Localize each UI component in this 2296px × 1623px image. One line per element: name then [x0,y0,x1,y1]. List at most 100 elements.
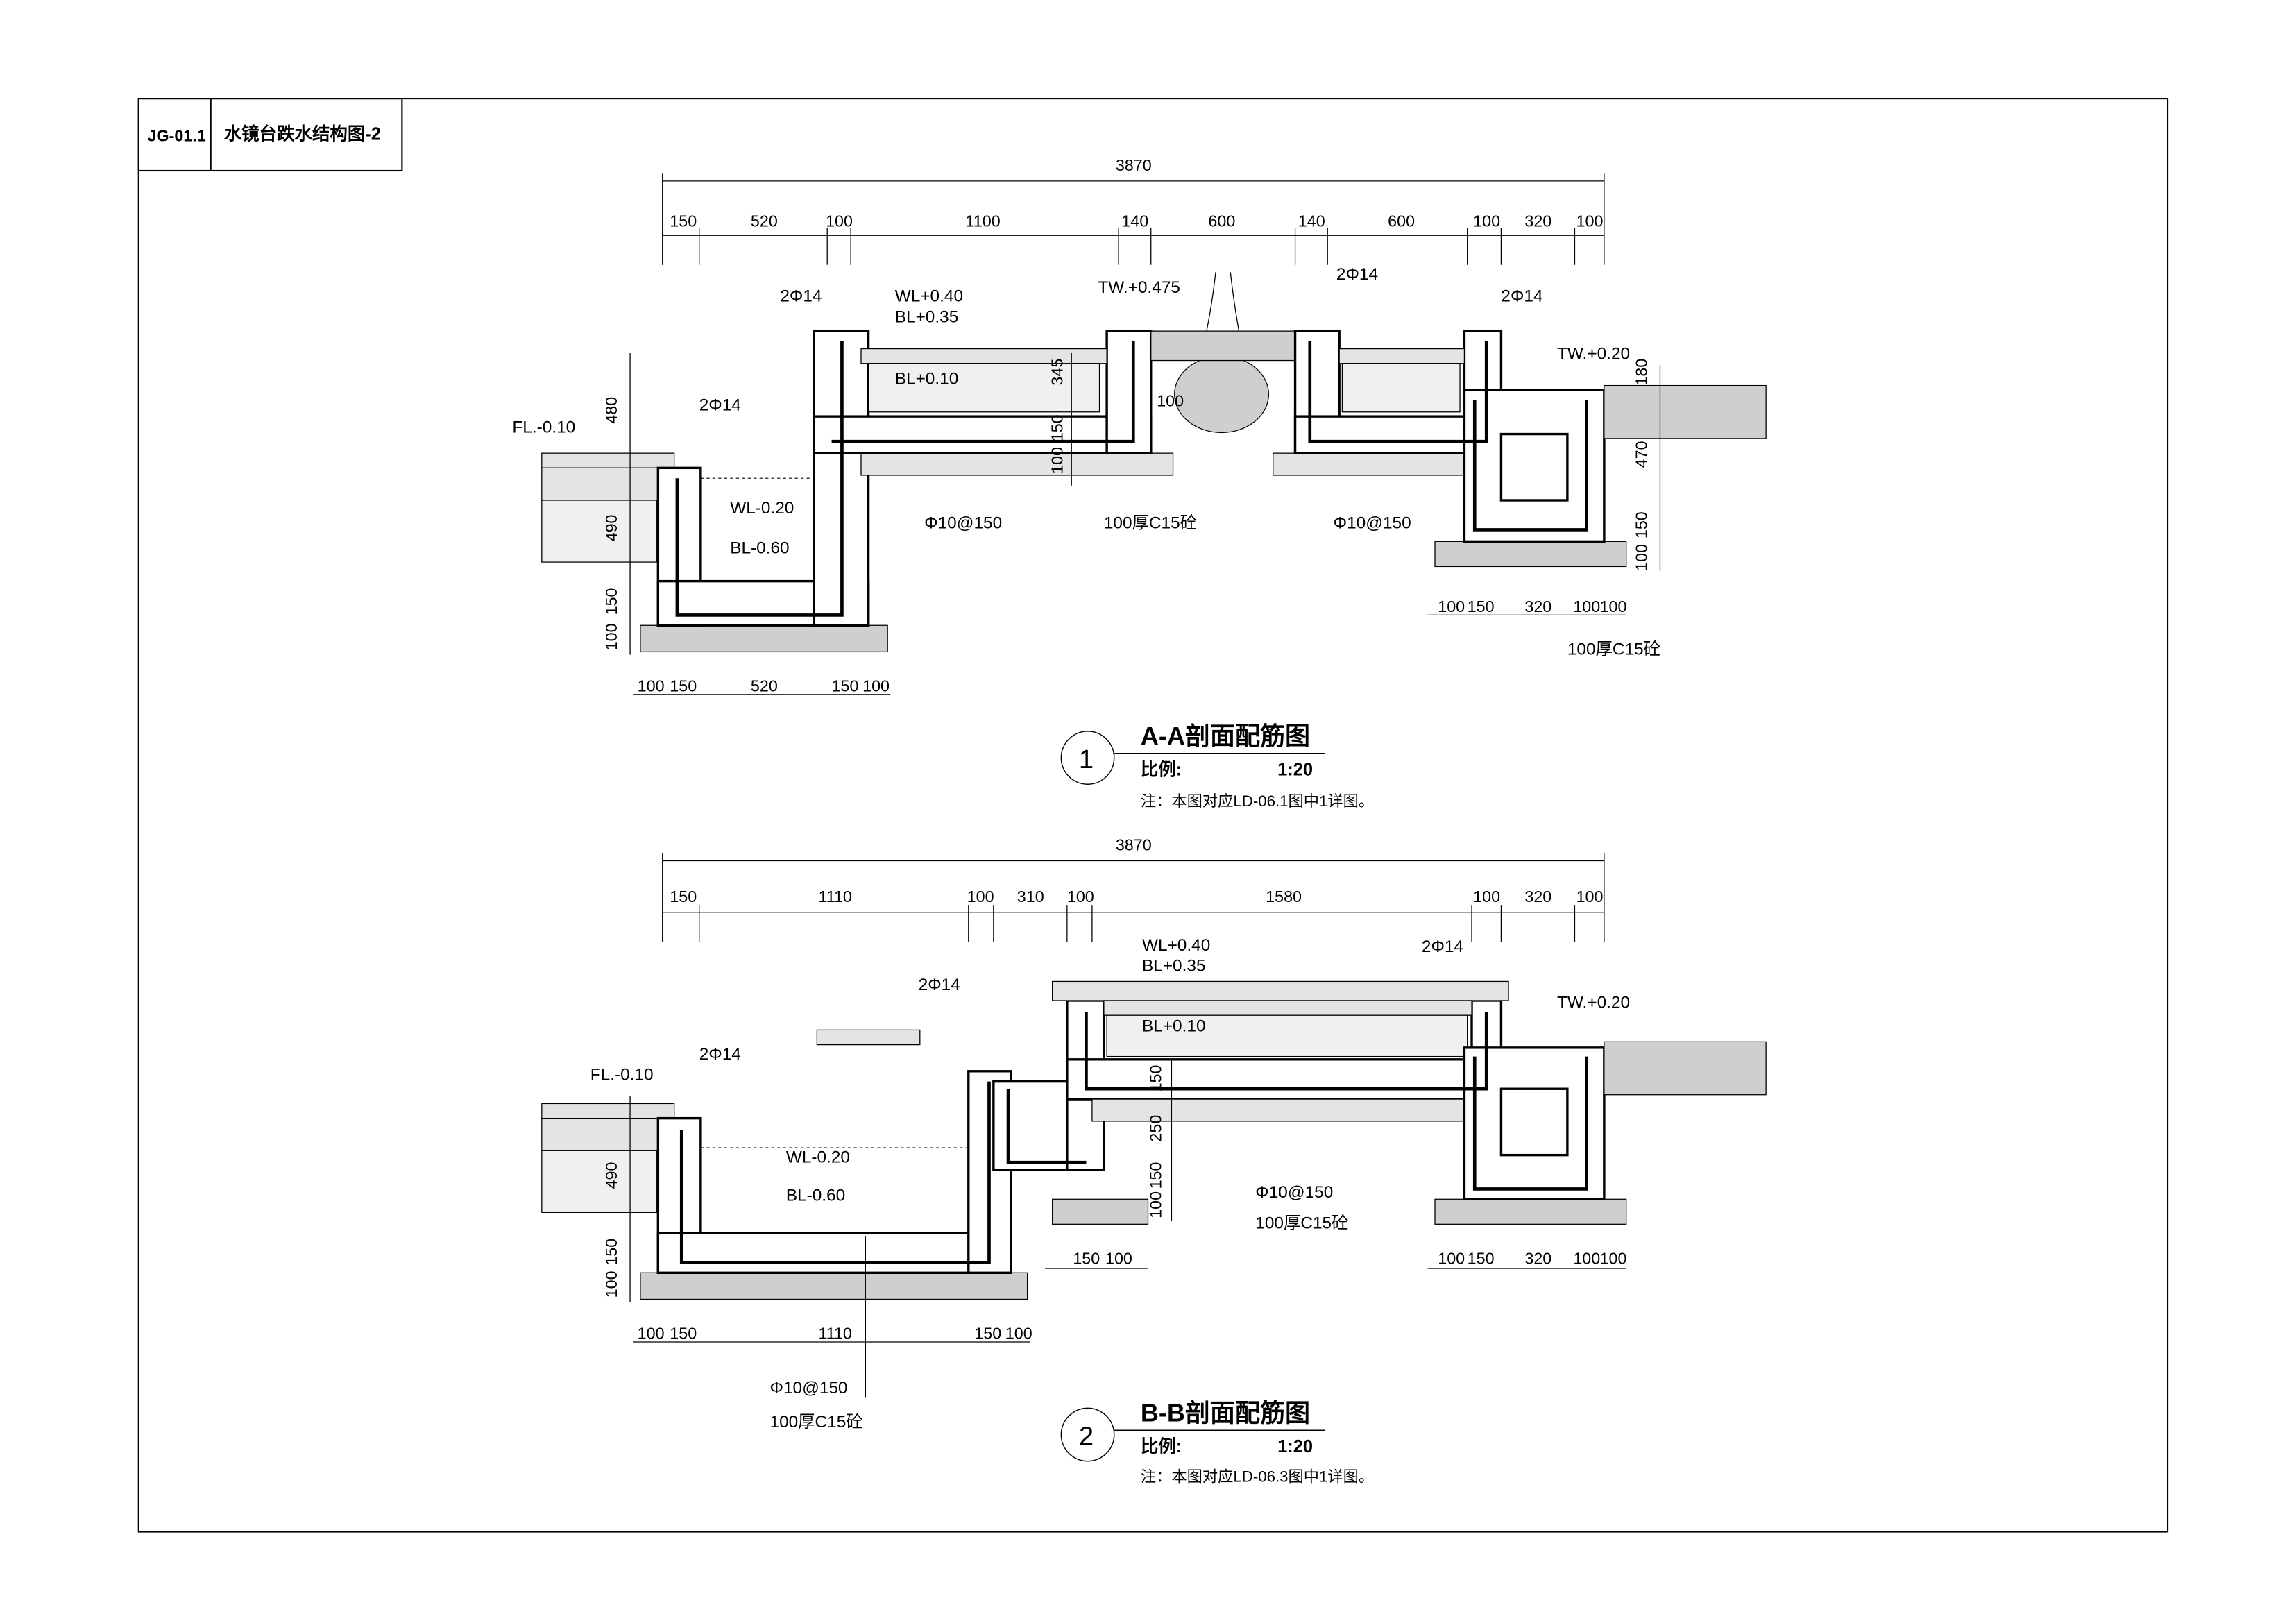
bottom-level: BL-0.60 [786,1186,845,1205]
dim: 100 [1005,1325,1032,1343]
rebar-label: 2Φ14 [699,1045,741,1064]
section-a: 3870 150 520 100 1100 140 600 140 600 10… [512,156,1767,810]
dim: 150 [1048,414,1066,441]
dim: 100 [602,623,620,650]
bottom-level: BL+0.35 [895,307,958,326]
dim: 600 [1208,212,1235,230]
water-level: WL-0.20 [730,499,794,518]
dim: 140 [1121,212,1148,230]
drawing-title: 水镜台跌水结构图-2 [224,124,381,144]
dim-total: 3870 [1116,156,1152,174]
dim: 100 [1600,1250,1627,1268]
section-b-top-dims: 150 1110 100 310 100 1580 100 320 100 [670,887,1603,906]
dim: 100 [967,887,994,906]
water-level: WL+0.40 [1142,936,1210,955]
section-title: B-B剖面配筋图 [1141,1398,1310,1427]
dim: 150 [1147,1065,1165,1092]
scale-value: 1:20 [1277,1437,1313,1456]
section-a-top-dims: 150 520 100 1100 140 600 140 600 100 320… [670,212,1603,230]
dim: 140 [1298,212,1325,230]
dim: 100 [1473,887,1500,906]
floor-level: FL.-0.10 [512,418,575,436]
dim: 100 [638,677,665,695]
dim: 320 [1524,1250,1551,1268]
dim: 150 [1073,1250,1100,1268]
dim: 150 [974,1325,1001,1343]
rebar-label: 2Φ14 [780,287,822,306]
dim: 100 [1600,597,1627,615]
section-a-structure [541,272,1767,653]
rebar-label: 2Φ14 [1336,265,1378,284]
dim: 100 [1157,391,1184,409]
dim: 100 [1573,1250,1600,1268]
base-label: 100厚C15砼 [1104,513,1197,532]
bottom-level: BL+0.35 [1142,957,1206,976]
dim: 100 [1573,597,1600,615]
scale-label: 比例: [1141,760,1182,780]
dim: 345 [1048,359,1066,386]
section-b-vertical-dims: 150 250 100 150 490 150 100 [602,1059,1173,1398]
dim: 320 [1524,597,1551,615]
dim: 1110 [818,887,851,906]
dim: 1100 [966,212,1001,230]
dim: 150 [670,887,697,906]
dim: 320 [1524,887,1551,906]
stirrup-label: Φ10@150 [1334,513,1411,532]
dim: 180 [1632,359,1650,386]
drawing-number: JG-01.1 [148,127,206,145]
dim: 150 [670,677,697,695]
dim: 250 [1147,1115,1165,1142]
dim: 100 [1147,1191,1165,1218]
top-of-wall-level: TW.+0.20 [1557,994,1630,1012]
dim: 100 [1048,447,1066,474]
section-b-structure [541,980,1767,1300]
section-title: A-A剖面配筋图 [1141,722,1310,750]
dim: 150 [1632,511,1650,538]
dim: 150 [670,1325,697,1343]
dim: 1110 [818,1325,851,1343]
section-number: 1 [1079,745,1094,774]
dim: 100 [1632,544,1650,571]
water-level: WL-0.20 [786,1148,850,1166]
rebar-label: 2Φ14 [699,396,741,415]
section-a-caption: 1 A-A剖面配筋图 比例: 1:20 注：本图对应LD-06.1图中1详图。 [1060,722,1374,810]
dim: 600 [1388,212,1415,230]
section-number: 2 [1079,1421,1094,1451]
dim: 100 [1473,212,1500,230]
bottom-level: BL+0.10 [895,369,958,388]
section-note: 注：本图对应LD-06.3图中1详图。 [1141,1468,1374,1485]
dim: 100 [1438,597,1465,615]
bottom-level: BL-0.60 [730,538,789,557]
dim: 310 [1017,887,1044,906]
dim: 100 [1067,887,1094,906]
top-of-wall-level: TW.+0.475 [1098,278,1180,297]
dim: 470 [1632,441,1650,468]
section-b-labels: WL+0.40 BL+0.35 2Φ14 2Φ14 2Φ14 TW.+0.20 … [590,936,1630,1431]
dim: 100 [602,1271,620,1298]
section-b-caption: 2 B-B剖面配筋图 比例: 1:20 注：本图对应LD-06.3图中1详图。 [1060,1398,1374,1485]
stirrup-label: Φ10@150 [924,513,1002,532]
dim: 150 [602,588,620,615]
bottom-level: BL+0.10 [1142,1017,1206,1036]
dim: 520 [751,212,778,230]
dim: 520 [751,677,778,695]
dim: 100 [1576,212,1604,230]
base-label: 100厚C15砼 [1255,1214,1348,1233]
dim: 1580 [1266,887,1302,906]
dim: 100 [862,677,890,695]
rebar-label: 2Φ14 [1422,937,1463,956]
base-label: 100厚C15砼 [770,1413,863,1431]
base-label: 100厚C15砼 [1567,640,1660,659]
dim: 480 [602,397,620,424]
floor-level: FL.-0.10 [590,1066,654,1085]
section-note: 注：本图对应LD-06.1图中1详图。 [1141,792,1374,810]
rock [1174,355,1270,434]
dim: 100 [1438,1250,1465,1268]
section-a-bottom-dims: 100 150 520 150 100 100 150 320 100 100 [633,597,1626,695]
dim: 100 [1105,1250,1132,1268]
section-b-dimension-lines [662,853,1605,942]
top-of-wall-level: TW.+0.20 [1557,344,1630,363]
section-a-vertical-dims: 345 100 150 100 480 490 150 100 180 470 … [602,352,1661,655]
rebar-label: 2Φ14 [1501,287,1542,306]
rebar-label: 2Φ14 [919,976,960,994]
